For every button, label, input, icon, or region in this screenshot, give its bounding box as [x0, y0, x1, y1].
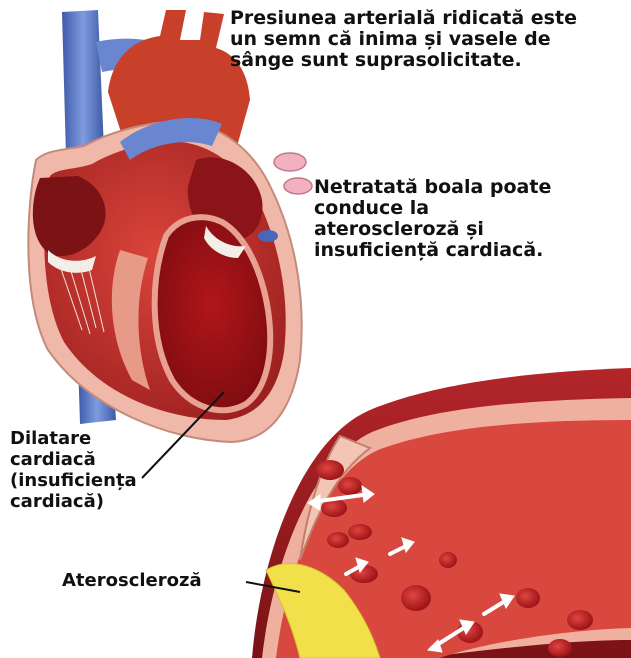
red-blood-cell: [439, 552, 457, 568]
cardiac-dilation-label: Dilatare cardiacă (insuficiența cardiacă…: [10, 428, 190, 512]
red-blood-cell: [516, 588, 540, 608]
red-blood-cell: [348, 524, 372, 540]
heart-illustration: [28, 10, 312, 442]
red-blood-cell: [316, 460, 344, 480]
untreated-disease-caption: Netratată boala poate conduce la aterosc…: [314, 177, 614, 261]
red-blood-cell: [338, 477, 362, 495]
high-blood-pressure-caption: Presiunea arterială ridicată este un sem…: [230, 8, 625, 71]
red-blood-cell: [567, 610, 593, 630]
atherosclerosis-label: Ateroscleroză: [62, 570, 252, 591]
red-blood-cell: [548, 639, 572, 657]
vena-cava: [62, 10, 104, 156]
artery-illustration: [252, 368, 631, 658]
red-blood-cell: [327, 532, 349, 548]
red-blood-cell: [401, 585, 431, 611]
